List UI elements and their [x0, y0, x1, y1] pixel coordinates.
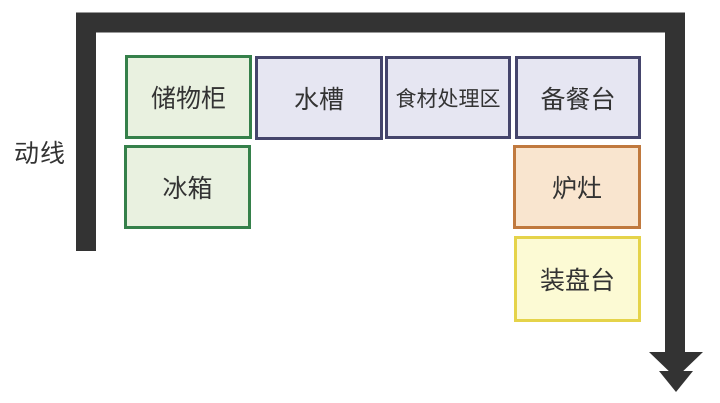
station-label: 储物柜 [150, 85, 226, 113]
station-meal-prep-counter: 备餐台 [515, 56, 641, 139]
station-sink: 水槽 [255, 56, 383, 140]
station-refrigerator: 冰箱 [124, 145, 251, 229]
arrow-down-icon [659, 371, 693, 392]
station-storage-cabinet: 储物柜 [125, 55, 252, 139]
station-label: 水槽 [293, 86, 344, 114]
flow-line-path [76, 12, 685, 353]
flow-line-label: 动线 [14, 140, 67, 168]
station-label: 装盘台 [539, 267, 615, 295]
station-food-prep-area: 食材处理区 [385, 56, 511, 139]
station-stove: 炉灶 [513, 145, 641, 229]
arrow-down-icon [649, 352, 703, 378]
station-label: 炉灶 [551, 175, 602, 203]
station-label: 食材处理区 [395, 87, 501, 111]
station-label: 冰箱 [162, 175, 213, 203]
station-plating-counter: 装盘台 [514, 236, 641, 322]
station-label: 备餐台 [540, 85, 616, 114]
